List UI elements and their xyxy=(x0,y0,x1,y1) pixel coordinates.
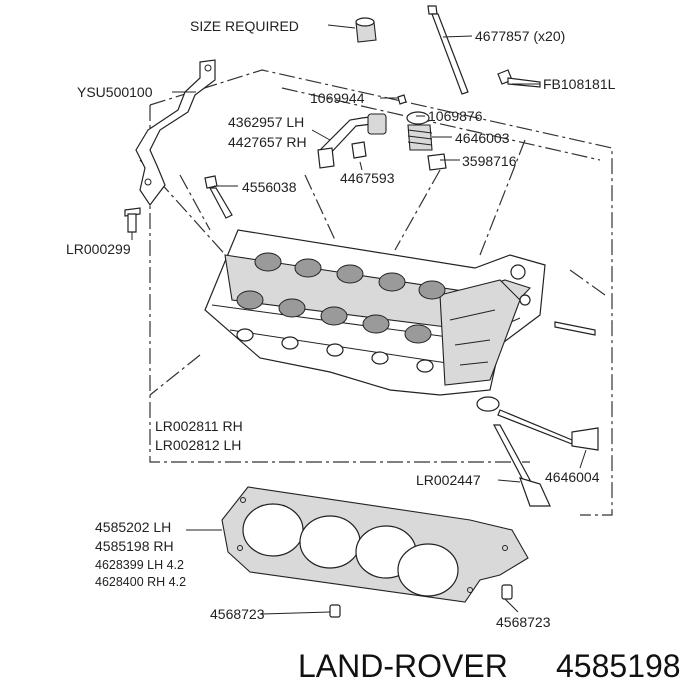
assembly-frame xyxy=(139,69,613,516)
label-4427657: 4427657 RH xyxy=(228,134,307,150)
label-1069876: 1069876 xyxy=(428,108,483,124)
label-4646004: 4646004 xyxy=(545,469,600,485)
label-4556038: 4556038 xyxy=(242,179,297,195)
part-labels: SIZE REQUIRED 4677857 (x20) YSU500100 FB… xyxy=(66,18,616,630)
label-3598716: 3598716 xyxy=(462,153,517,169)
bracket xyxy=(135,59,216,207)
size-required-sleeve xyxy=(355,17,377,43)
label-4646003: 4646003 xyxy=(455,130,510,146)
label-4585198: 4585198 RH xyxy=(95,538,174,554)
bracket-bolt xyxy=(124,207,141,233)
fb-bolt xyxy=(497,69,541,88)
cam-lobes xyxy=(236,252,446,373)
leader-lines xyxy=(131,24,587,615)
label-4568723-right: 4568723 xyxy=(496,614,551,630)
valve-exhaust xyxy=(493,424,551,507)
valve-intake xyxy=(476,396,599,451)
plug xyxy=(351,141,367,159)
label-lr002447: LR002447 xyxy=(416,472,481,488)
label-4677857: 4677857 (x20) xyxy=(475,28,565,44)
brand-make: LAND-ROVER xyxy=(298,648,508,684)
label-fb108181l: FB108181L xyxy=(543,76,616,92)
cylinder-head xyxy=(204,229,596,396)
label-ysu500100: YSU500100 xyxy=(77,84,153,100)
label-4585202: 4585202 LH xyxy=(95,519,171,535)
label-4628399: 4628399 LH 4.2 xyxy=(95,558,184,572)
label-4467593: 4467593 xyxy=(340,170,395,186)
head-gasket xyxy=(221,486,529,603)
label-lr002811: LR002811 RH xyxy=(155,418,243,434)
label-4568723-left: 4568723 xyxy=(210,606,265,622)
brand-caption: LAND-ROVER 4585198 xyxy=(298,648,681,684)
dowel-right xyxy=(501,584,513,600)
label-1069944: 1069944 xyxy=(310,90,365,106)
stud xyxy=(204,175,233,219)
label-lr000299: LR000299 xyxy=(66,241,131,257)
brand-part-number: 4585198 xyxy=(556,648,681,684)
label-size-required: SIZE REQUIRED xyxy=(190,18,299,34)
label-4362957: 4362957 LH xyxy=(228,114,304,130)
label-lr002812: LR002812 LH xyxy=(155,437,241,453)
dowel-left xyxy=(329,604,341,618)
valve-train xyxy=(397,94,447,171)
cam-sensor xyxy=(317,113,387,169)
head-bolt xyxy=(427,5,469,95)
label-4628400: 4628400 RH 4.2 xyxy=(95,575,186,589)
